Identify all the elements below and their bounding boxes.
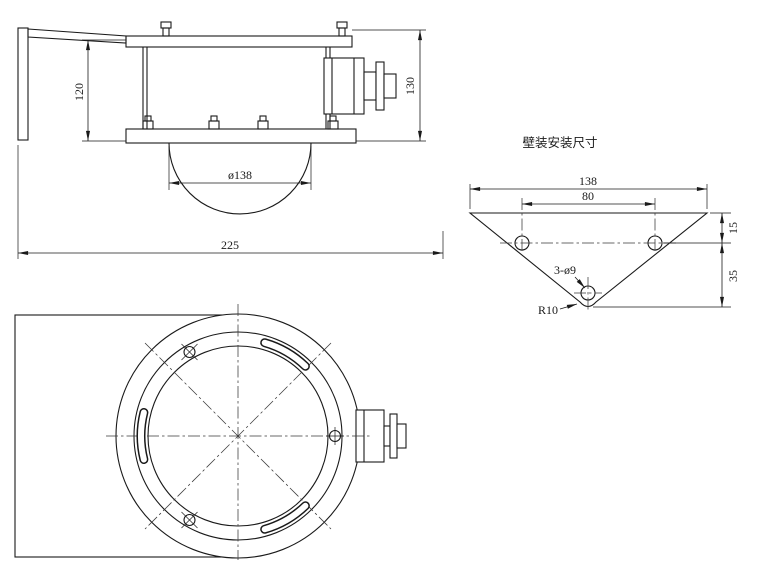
dim-label-35: 35 xyxy=(726,270,740,282)
dim-label-radius: R10 xyxy=(538,303,558,317)
ext-lines-right xyxy=(593,212,731,308)
dim-label-120: 120 xyxy=(72,83,86,101)
body-walls xyxy=(142,47,331,129)
dome xyxy=(168,142,312,215)
arc-slots xyxy=(136,338,310,534)
dim-label-80: 80 xyxy=(582,189,594,203)
hole-centerlines xyxy=(521,198,656,311)
ext-lines-120 xyxy=(82,39,126,142)
side-view: 120 130 ø138 225 xyxy=(17,21,444,259)
dim-label-130: 130 xyxy=(403,77,417,95)
wall-mount-title: 壁装安装尺寸 xyxy=(522,135,597,150)
leader-holes xyxy=(574,276,586,289)
bracket-vertical xyxy=(17,27,29,141)
lower-plate xyxy=(125,128,357,144)
lower-bolts xyxy=(142,115,339,130)
ext-lines-225 xyxy=(17,145,444,259)
dim-label-dome-diameter: ø138 xyxy=(228,168,252,182)
dim-label-225: 225 xyxy=(221,238,239,252)
wall-mount-view: 壁装安装尺寸 138 80 15 35 3-ø9 R10 xyxy=(468,135,740,317)
dim-label-plate-138: 138 xyxy=(579,174,597,188)
bracket-arm xyxy=(27,28,127,44)
centerline-diagonals xyxy=(144,342,332,530)
mount-plate-outline xyxy=(468,212,709,308)
top-plate xyxy=(125,35,353,48)
top-view xyxy=(14,304,407,560)
cable-gland-side xyxy=(323,57,397,115)
dim-label-15: 15 xyxy=(726,222,740,234)
leader-radius xyxy=(559,303,578,310)
top-bolts xyxy=(160,21,348,37)
dim-label-holes: 3-ø9 xyxy=(554,263,576,277)
bolt-holes xyxy=(181,343,344,529)
ext-lines-130 xyxy=(352,29,426,142)
